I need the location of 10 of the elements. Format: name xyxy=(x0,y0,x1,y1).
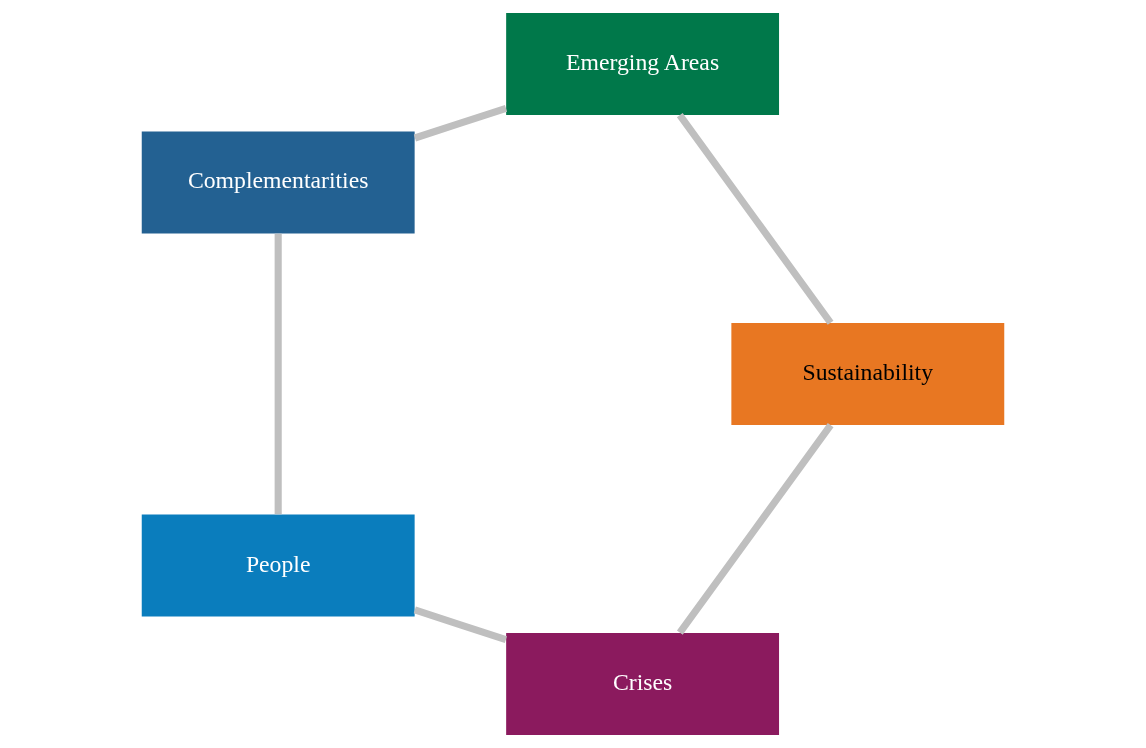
connector xyxy=(676,423,834,635)
node-box: Sustainability xyxy=(731,322,1005,425)
node-box: Emerging Areas xyxy=(506,13,780,116)
connector xyxy=(413,105,508,142)
connector xyxy=(413,606,507,643)
connector xyxy=(274,233,282,515)
node-box: Crises xyxy=(506,632,780,735)
node-box: Complementarities xyxy=(141,131,415,234)
node-box: People xyxy=(141,514,415,617)
connector xyxy=(676,113,834,325)
